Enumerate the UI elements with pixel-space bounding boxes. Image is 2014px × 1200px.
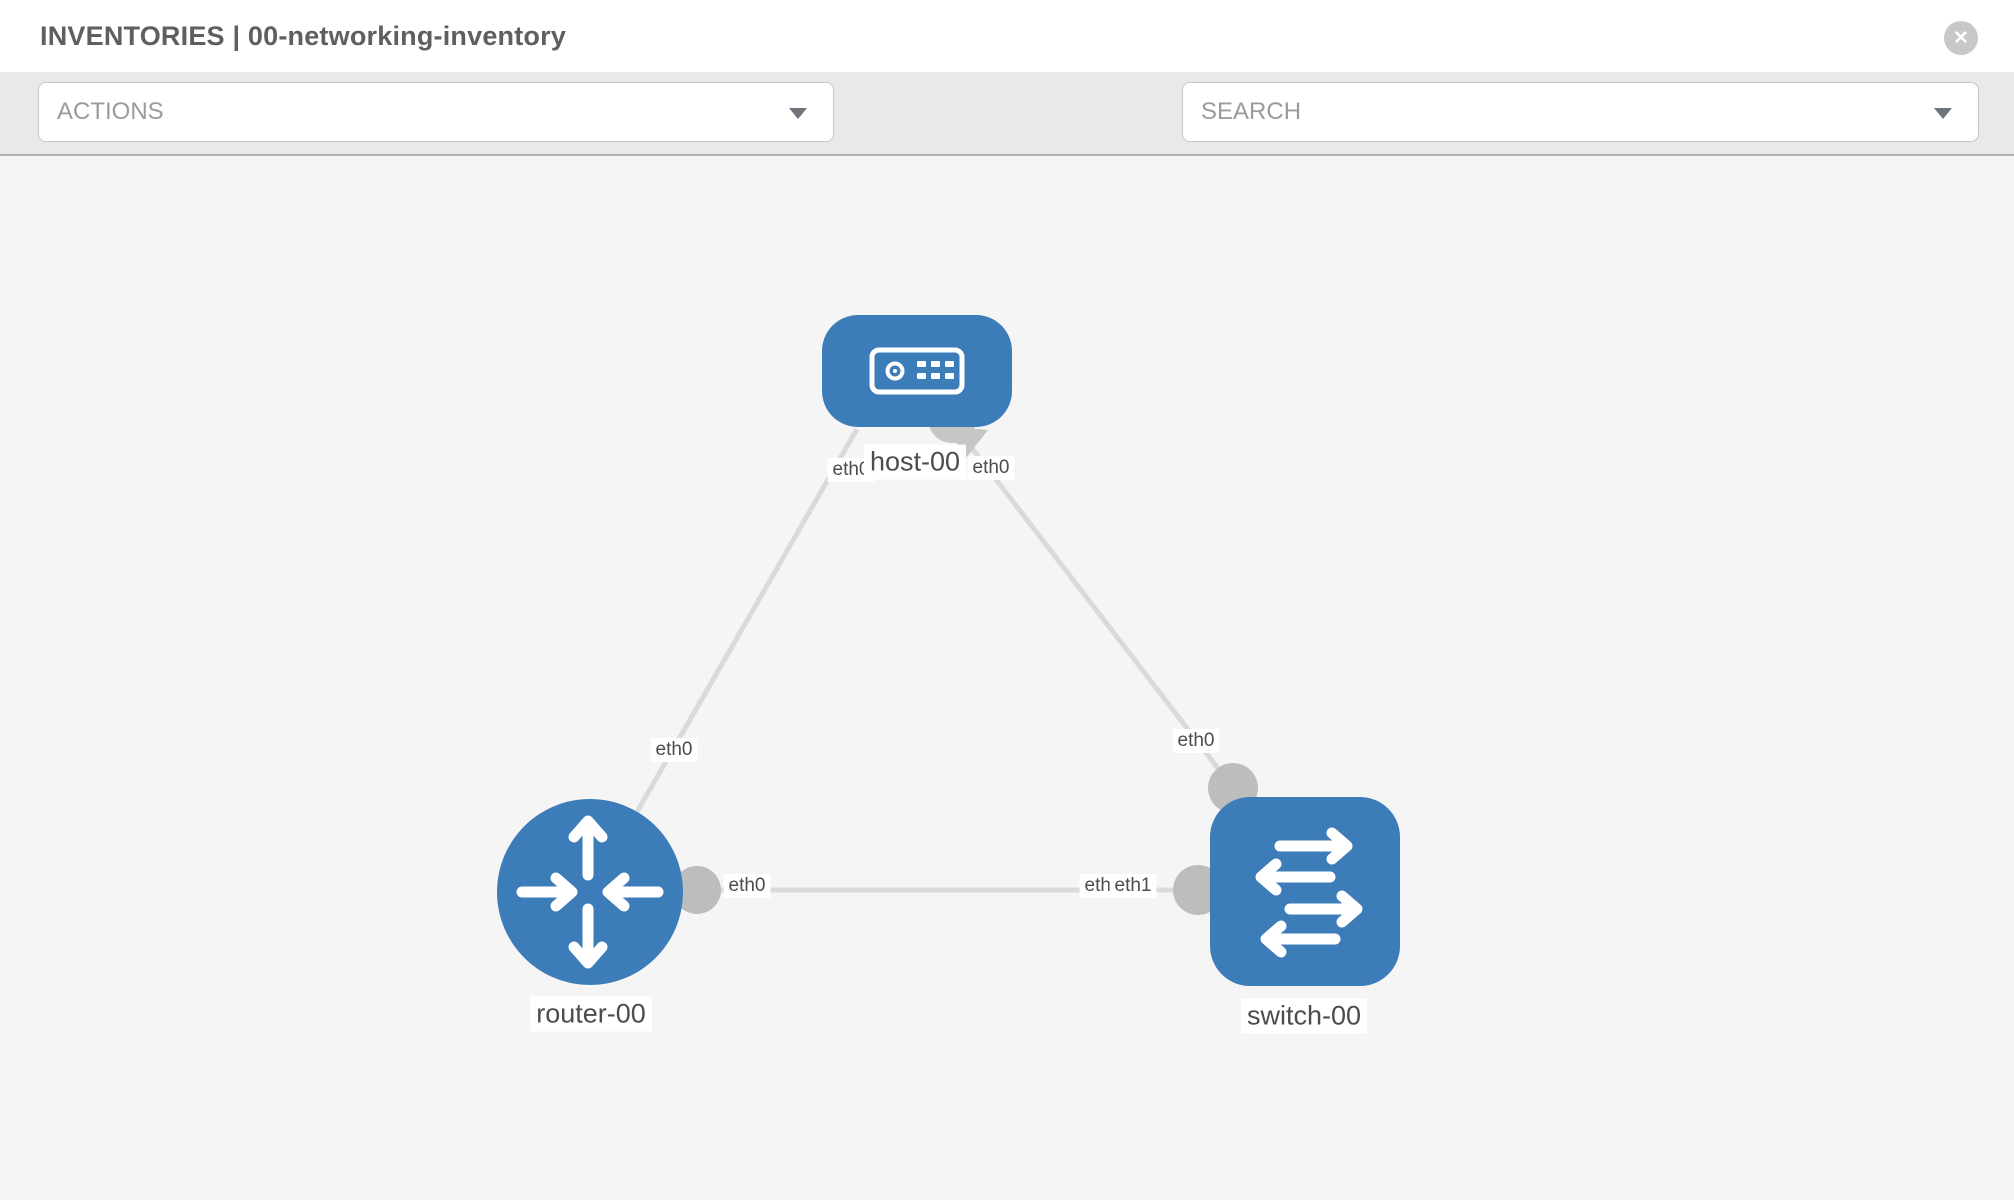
interface-label-switch-eth1: eth1 [1109, 874, 1157, 898]
node-host-00[interactable] [822, 315, 1012, 427]
interface-label-router-eth0: eth0 [650, 738, 698, 762]
node-label-router[interactable]: router-00 [530, 996, 652, 1032]
actions-dropdown-label: ACTIONS [57, 98, 164, 125]
node-router-00[interactable] [497, 799, 683, 985]
node-label-host[interactable]: host-00 [863, 444, 967, 480]
chevron-down-icon [789, 108, 807, 119]
search-dropdown[interactable]: SEARCH [1182, 82, 1979, 142]
chevron-down-icon [1934, 108, 1952, 119]
switch-icon [1255, 827, 1363, 958]
connector-host-wedge [946, 426, 988, 458]
router-icon [516, 815, 664, 969]
page-title: INVENTORIES | 00-networking-inventory [40, 20, 567, 51]
toolbar: ACTIONS SEARCH [0, 72, 2014, 201]
search-dropdown-label: SEARCH [1201, 98, 1302, 125]
connector-router-right[interactable] [673, 866, 721, 914]
header-bar: INVENTORIES | 00-networking-inventory ✕ [0, 0, 2014, 72]
link-host-switch[interactable] [956, 428, 1235, 790]
topology-canvas[interactable]: host-00 router-00 switch-00 eth0 eth0 et… [0, 156, 2014, 1200]
node-switch-00[interactable] [1210, 797, 1400, 986]
interface-label-router-link-eth0: eth0 [723, 874, 771, 898]
interface-label-switch-eth0: eth0 [1172, 729, 1220, 753]
close-button[interactable]: ✕ [1944, 21, 1978, 55]
interface-label-host-eth0-right: eth0 [967, 456, 1015, 480]
server-icon [869, 347, 965, 395]
close-icon: ✕ [1953, 27, 1969, 49]
topology-svg [497, 315, 1400, 986]
node-label-switch[interactable]: switch-00 [1240, 998, 1368, 1034]
actions-dropdown[interactable]: ACTIONS [38, 82, 834, 142]
